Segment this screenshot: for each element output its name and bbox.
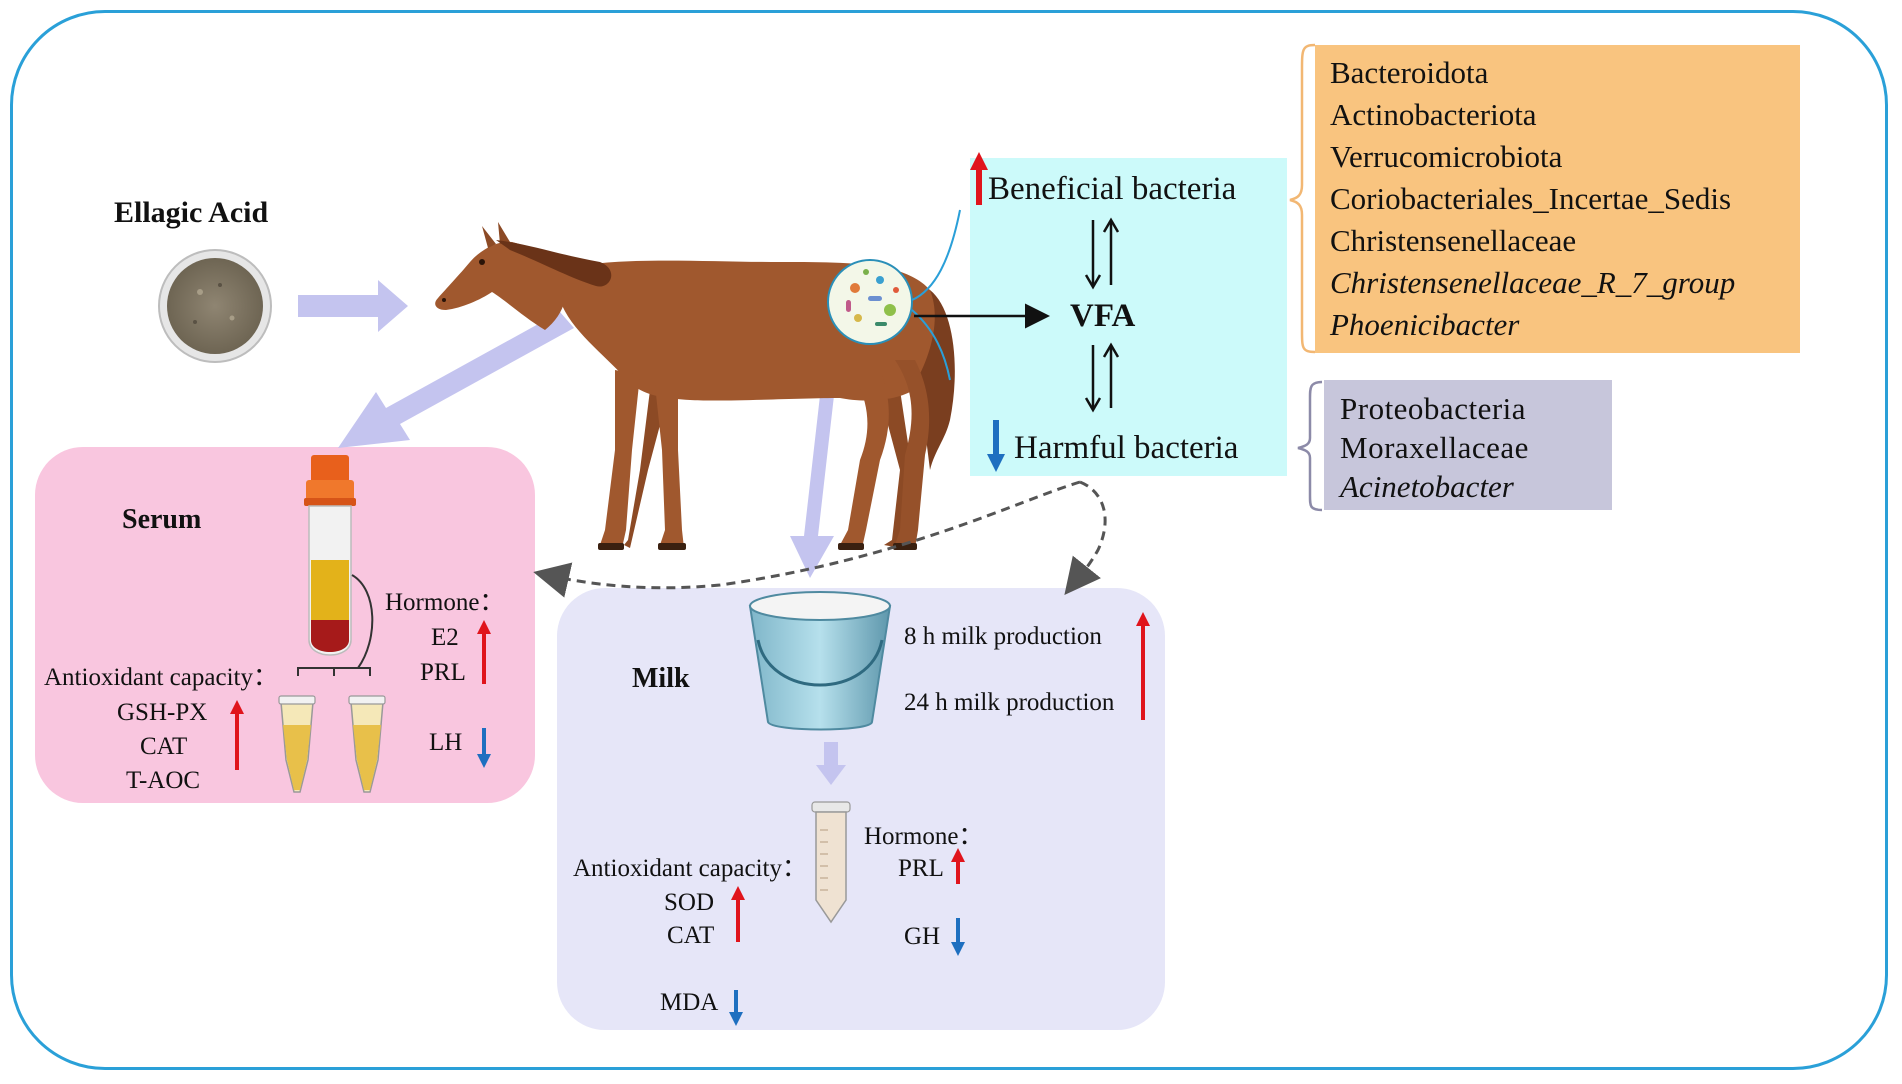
serum-antioxidant-taoc: T-AOC xyxy=(126,767,201,794)
serum-split-curve xyxy=(351,574,374,669)
milk-hormone-label: Hormone： xyxy=(864,823,984,850)
beneficial-taxon: Christensenellaceae xyxy=(1330,223,1577,258)
milk-title: Milk xyxy=(632,663,690,694)
milk-bucket-icon xyxy=(748,591,892,731)
beneficial-taxon: Verrucomicrobiota xyxy=(1330,139,1563,174)
milk-hormone-prl: PRL xyxy=(898,855,944,882)
beneficial-up-arrow xyxy=(970,152,988,205)
flow-arrow-horse-to-serum xyxy=(338,312,574,448)
dashed-arrow-to-serum xyxy=(533,480,1081,598)
serum-microtube-icon xyxy=(278,695,316,793)
serum-hormone-up-arrow xyxy=(477,620,491,684)
serum-antioxidant-cat: CAT xyxy=(140,733,188,760)
milk-gh-down-arrow xyxy=(951,918,965,956)
outer-frame xyxy=(10,10,1888,1070)
beneficial-taxon: Christensenellaceae_R_7_group xyxy=(1330,265,1736,300)
harmful-taxon: Proteobacteria xyxy=(1340,391,1527,426)
blood-tube-icon xyxy=(304,455,356,656)
harmful-taxon: Moraxellaceae xyxy=(1340,430,1529,465)
milk-mda-down-arrow xyxy=(729,990,743,1026)
beneficial-vfa-exchange-arrows xyxy=(1084,217,1120,290)
serum-antioxidant-up-arrow xyxy=(230,700,244,770)
harmful-taxon: Acinetobacter xyxy=(1340,469,1514,504)
beneficial-bacteria-label: Beneficial bacteria xyxy=(988,171,1237,207)
beneficial-taxon: Phoenicibacter xyxy=(1330,307,1520,342)
dashed-arrow-to-milk xyxy=(1064,480,1107,596)
serum-hormone-label: Hormone： xyxy=(385,589,505,616)
milk-mda: MDA xyxy=(660,989,719,1016)
powder-dish-icon xyxy=(158,249,272,363)
ellagic-acid-label: Ellagic Acid xyxy=(114,196,269,229)
gut-microbiota-icon xyxy=(827,259,913,345)
beneficial-taxon: Bacteroidota xyxy=(1330,55,1489,90)
harmful-brace xyxy=(1297,380,1323,512)
milk-prl-up-arrow xyxy=(951,848,965,884)
serum-hormone-prl: PRL xyxy=(420,659,466,686)
serum-hormone-lh: LH xyxy=(429,729,463,756)
serum-antioxidant-gshpx: GSH-PX xyxy=(117,699,208,726)
microbiota-connector-upper xyxy=(911,209,961,301)
serum-lh-down-arrow xyxy=(477,728,491,768)
milk-sample-tube-icon xyxy=(811,801,851,924)
flow-arrow-horse-to-milk xyxy=(790,378,836,578)
serum-title: Serum xyxy=(122,504,202,535)
milk-production-8h: 8 h milk production xyxy=(904,623,1102,650)
beneficial-taxon: Coriobacteriales_Incertae_Sedis xyxy=(1330,181,1732,216)
milk-production-24h: 24 h milk production xyxy=(904,689,1115,716)
milk-antioxidant-cat: CAT xyxy=(667,922,715,949)
milk-antioxidant-label: Antioxidant capacity： xyxy=(573,855,807,882)
vfa-label: VFA xyxy=(1070,298,1136,334)
serum-antioxidant-label: Antioxidant capacity： xyxy=(44,664,278,691)
beneficial-taxa-panel xyxy=(1315,45,1800,353)
milk-antioxidant-sod: SOD xyxy=(664,889,715,916)
milk-production-up-arrow xyxy=(1136,612,1150,720)
flow-arrow-bucket-to-sample xyxy=(816,742,846,785)
serum-hormone-e2: E2 xyxy=(431,624,459,651)
serum-microtube-icon xyxy=(348,695,386,793)
beneficial-brace xyxy=(1289,43,1316,354)
milk-antioxidant-up-arrow xyxy=(731,886,745,942)
milk-hormone-gh: GH xyxy=(904,923,941,950)
harmful-down-arrow xyxy=(987,420,1005,472)
flow-arrow-ea-to-horse xyxy=(298,280,408,332)
harmful-bacteria-label: Harmful bacteria xyxy=(1014,430,1239,466)
harmful-taxa-panel xyxy=(1324,380,1612,510)
vfa-harmful-exchange-arrows xyxy=(1084,342,1120,413)
beneficial-taxon: Actinobacteriota xyxy=(1330,97,1537,132)
